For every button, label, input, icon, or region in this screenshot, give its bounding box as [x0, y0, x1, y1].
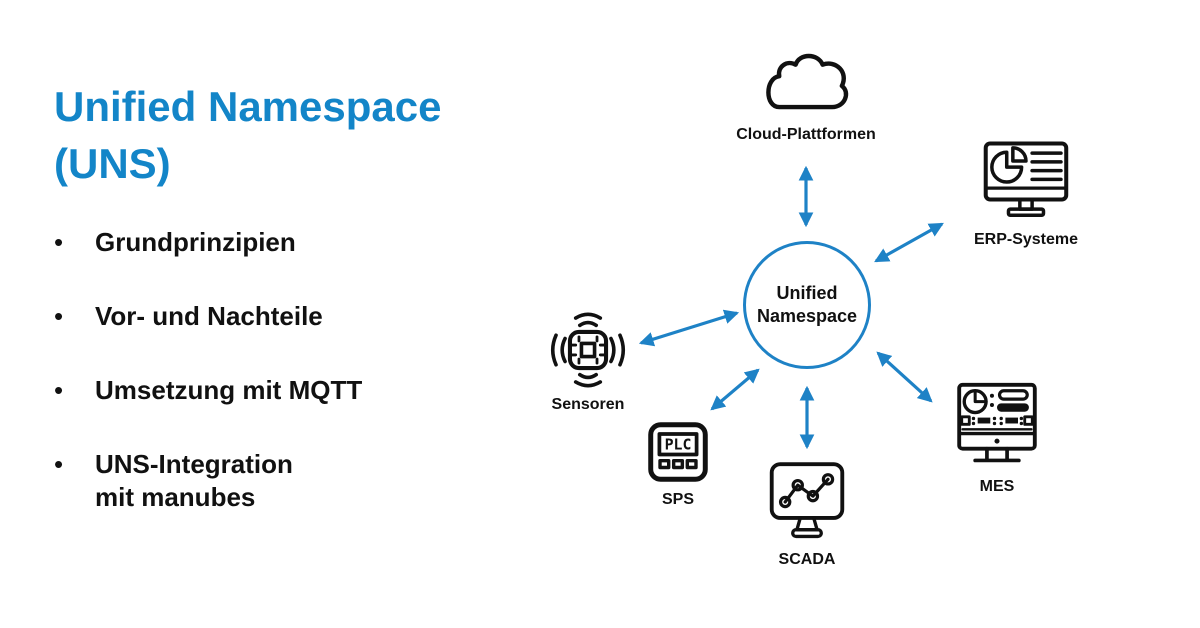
arrow-erp: [874, 222, 944, 263]
node-scada: SCADA: [765, 460, 849, 569]
bullet-marker: •: [54, 449, 64, 479]
list-item: • UNS-Integration mit manubes: [54, 448, 484, 514]
cloud-icon: [765, 53, 848, 110]
node-label: Sensoren: [551, 396, 625, 413]
bullet-marker: •: [54, 227, 64, 257]
bullet-marker: •: [54, 375, 64, 405]
list-item: • Umsetzung mit MQTT: [54, 374, 484, 407]
plc-screen-text: PLC: [665, 436, 692, 454]
uns-hub-circle: Unified Namespace: [743, 241, 871, 369]
list-item: • Vor- und Nachteile: [54, 300, 484, 333]
node-sps: PLC SPS: [647, 421, 709, 509]
page-title: Unified Namespace (UNS): [54, 83, 442, 188]
bullet-label: Grundprinzipien: [95, 227, 296, 257]
node-mes: MES: [955, 380, 1039, 496]
monitor-line-chart-icon: [769, 462, 845, 539]
monitor-pie-chart-icon: [983, 141, 1069, 217]
node-label: SCADA: [778, 551, 836, 568]
node-cloud-plattformen: Cloud-Plattformen: [736, 44, 876, 144]
node-label: Cloud-Plattformen: [736, 126, 876, 143]
node-label: MES: [979, 478, 1015, 495]
plc-device-icon: PLC: [648, 422, 708, 482]
bullet-label: Vor- und Nachteile: [95, 301, 323, 331]
node-erp-systeme: ERP-Systeme: [974, 140, 1078, 249]
bullet-list: • Grundprinzipien • Vor- und Nachteile •…: [54, 226, 484, 555]
bullet-label: UNS-Integration mit manubes: [95, 449, 293, 512]
node-sensoren: Sensoren: [542, 309, 634, 414]
arrow-mes: [876, 351, 933, 403]
node-label: SPS: [661, 491, 694, 508]
monitor-dashboard-icon: [957, 382, 1037, 463]
arrow-sps: [710, 368, 760, 411]
sensor-chip-icon: [550, 312, 626, 388]
bullet-marker: •: [54, 301, 64, 331]
node-label: ERP-Systeme: [973, 231, 1079, 248]
arrow-sensoren: [638, 309, 740, 347]
list-item: • Grundprinzipien: [54, 226, 484, 259]
bullet-label: Umsetzung mit MQTT: [95, 375, 363, 405]
